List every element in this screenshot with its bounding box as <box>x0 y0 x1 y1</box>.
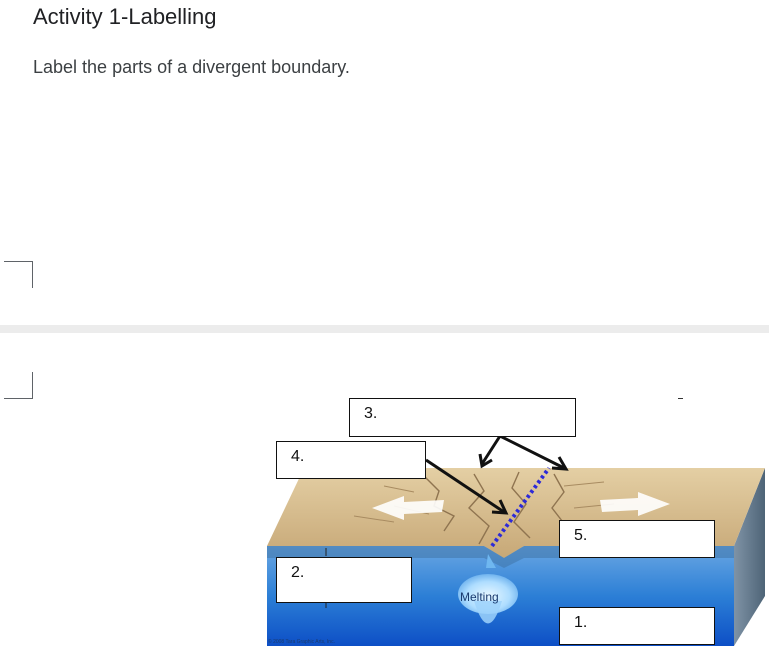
label-number: 3. <box>364 405 378 422</box>
label-number: 1. <box>574 614 588 631</box>
spreading-arrow-left <box>372 496 444 520</box>
label-number: 2. <box>291 564 305 581</box>
spreading-arrow-right <box>600 492 670 516</box>
section-divider <box>0 325 769 333</box>
magma-plume <box>458 554 518 624</box>
copyright-text: © 2008 Tara Graphic Arts, Inc. <box>268 639 335 645</box>
pointer-arrows <box>425 434 569 515</box>
label-number: 5. <box>574 527 588 544</box>
rift-line <box>490 466 551 548</box>
label-box-4[interactable]: 4. <box>276 441 426 479</box>
divergent-boundary-diagram: 3. 4. 5. 2. 1. Melting © 2008 Tara Graph… <box>264 396 769 651</box>
activity-title: Activity 1-Labelling <box>33 4 217 29</box>
stray-dash <box>678 398 683 399</box>
label-box-5[interactable]: 5. <box>559 520 715 558</box>
label-box-1[interactable]: 1. <box>559 607 715 645</box>
label-box-2[interactable]: 2. <box>276 557 412 603</box>
crop-mark-top <box>4 261 33 288</box>
label-box-3[interactable]: 3. <box>349 398 576 437</box>
melting-label: Melting <box>460 590 499 604</box>
crop-mark-bottom <box>4 372 33 399</box>
label-number: 4. <box>291 448 305 465</box>
instruction-text: Label the parts of a divergent boundary. <box>33 57 350 77</box>
